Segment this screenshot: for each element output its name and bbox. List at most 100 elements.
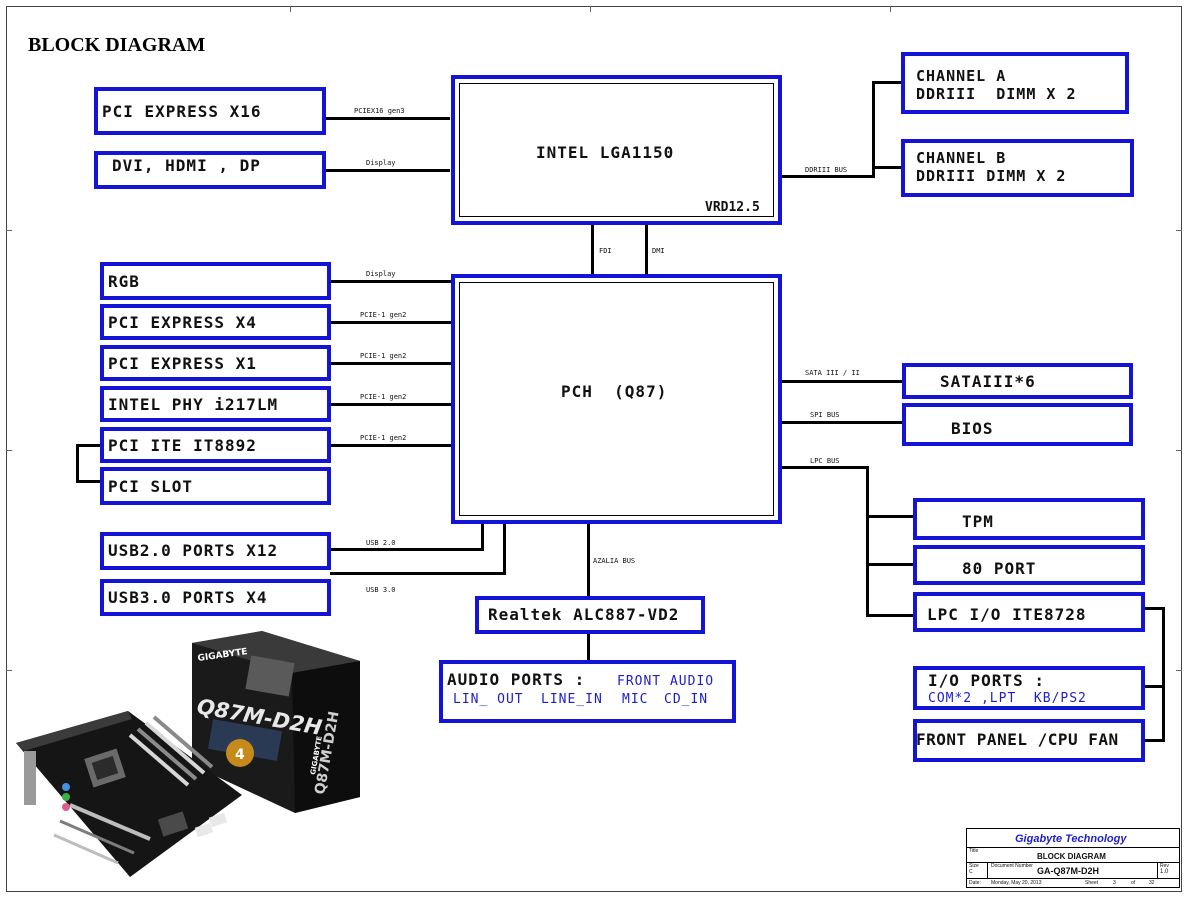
channel-a-line1: CHANNEL A xyxy=(916,67,1007,85)
title-block-vdivider xyxy=(1157,862,1158,878)
channel-b-line1: CHANNEL B xyxy=(916,149,1007,167)
rgb-link xyxy=(330,280,452,283)
cpu-vrd: VRD12.5 xyxy=(705,200,760,215)
bus-label-phy: PCIE-1 gen2 xyxy=(360,393,407,401)
pcie-x16-block xyxy=(94,87,326,135)
audio-jack xyxy=(62,793,70,801)
front-panel-label: FRONT PANEL /CPU FAN xyxy=(916,730,1119,749)
frame-tick xyxy=(1176,230,1182,231)
pcie-x1-link xyxy=(330,362,452,365)
title-block-sheet-label: Sheet xyxy=(1085,880,1099,886)
superio-label: LPC I/O ITE8728 xyxy=(927,605,1087,624)
bus-label-spi: SPI BUS xyxy=(810,411,840,419)
title-block-of-label: of xyxy=(1131,880,1136,886)
io-ports-block xyxy=(913,666,1145,710)
drawing-frame xyxy=(6,6,1182,892)
title-block-title-label: Title xyxy=(969,848,979,854)
bus-label-pcie-x1: PCIE-1 gen2 xyxy=(360,352,407,360)
bus-label-rgb: Display xyxy=(366,270,396,278)
superio-trunk xyxy=(1162,607,1165,742)
pcie-x4-label: PCI EXPRESS X4 xyxy=(108,313,257,332)
title-block-vdivider xyxy=(987,862,988,878)
frame-tick xyxy=(590,6,591,12)
io-ports-title: I/O PORTS : xyxy=(928,671,1045,690)
lpc-80port-link xyxy=(866,563,916,566)
bus-label-usb2: USB 2.0 xyxy=(366,539,396,547)
bus-label-dmi: DMI xyxy=(652,247,665,255)
pcie-x16-label: PCI EXPRESS X16 xyxy=(102,102,262,121)
pciex16-link xyxy=(324,117,450,120)
bus-label-lpc: LPC BUS xyxy=(810,457,840,465)
mic-label: MIC xyxy=(622,692,649,707)
frame-tick xyxy=(6,230,12,231)
box-side xyxy=(292,661,360,813)
motherboard-edge xyxy=(16,711,132,751)
codec-audio-link xyxy=(587,633,590,662)
title-block-date: Monday, May 20, 2013 xyxy=(991,880,1042,886)
dimm-slot xyxy=(144,721,206,775)
frame-tick xyxy=(6,670,12,671)
bios-block xyxy=(902,403,1133,446)
io-panel xyxy=(24,751,36,805)
superio-out xyxy=(1143,607,1165,610)
front-panel-block xyxy=(913,719,1145,762)
bus-label-pciex16: PCIEX16 gen3 xyxy=(354,107,405,115)
box-cpu-socket-art xyxy=(245,655,295,697)
cpu-inner-frame xyxy=(459,83,774,217)
cd-in-label: CD_IN xyxy=(664,692,709,707)
ite-label: PCI ITE IT8892 xyxy=(108,436,257,455)
ddr-bus-line xyxy=(780,175,875,178)
rgb-block xyxy=(100,262,331,300)
title-block-divider xyxy=(967,862,1179,863)
title-block-size-label: Size xyxy=(969,863,979,869)
audio-jack xyxy=(62,803,70,811)
usb3-link xyxy=(330,572,506,575)
pcie-slot xyxy=(53,833,119,865)
usb2-link xyxy=(330,548,484,551)
cpu-block xyxy=(451,75,782,225)
motherboard-socket-inner xyxy=(91,756,119,780)
dimm-slot xyxy=(136,727,198,781)
title-block-size: C xyxy=(969,869,973,875)
box-top xyxy=(192,631,360,673)
title-block-company: Gigabyte Technology xyxy=(1015,833,1127,845)
port80-label: 80 PORT xyxy=(962,559,1037,578)
usb2-riser xyxy=(481,522,484,551)
pcie-x4-link xyxy=(330,321,452,324)
chipset-heatsink xyxy=(157,811,189,837)
fdi-link xyxy=(591,224,594,276)
title-block-divider xyxy=(967,878,1179,879)
superio-block xyxy=(913,592,1145,632)
pcie-slot xyxy=(69,803,151,841)
bus-label-sata: SATA III / II xyxy=(805,369,860,377)
box-badge-number: 4 xyxy=(235,747,245,763)
tpm-block xyxy=(913,498,1145,540)
title-block-doc: GA-Q87M-D2H xyxy=(1037,866,1100,876)
display-label: DVI, HDMI , DP xyxy=(112,156,261,175)
bus-label-display: Display xyxy=(366,159,396,167)
channel-a-line2: DDRIII DIMM X 2 xyxy=(916,85,1077,103)
title-block-sheet: 3 xyxy=(1113,880,1116,886)
ite-link xyxy=(330,444,452,447)
usb2-block xyxy=(100,532,331,570)
frame-tick xyxy=(1176,450,1182,451)
pch-inner-frame xyxy=(459,282,774,516)
motherboard xyxy=(16,711,242,877)
bus-label-ddr: DDRIII BUS xyxy=(805,166,848,174)
lpc-tpm-link xyxy=(866,515,916,518)
ddr-bus-trunk xyxy=(872,81,875,178)
channel-b-block xyxy=(901,139,1134,197)
audio-ports-block xyxy=(439,660,736,723)
pci-bridge-stub-bottom xyxy=(76,480,102,483)
audio-jack xyxy=(62,783,70,791)
box-badge xyxy=(226,739,254,767)
bus-label-fdi: FDI xyxy=(599,247,612,255)
cpu-name: INTEL LGA1150 xyxy=(536,143,675,162)
pch-name: PCH (Q87) xyxy=(561,382,668,401)
audio-ports-title: AUDIO PORTS : xyxy=(447,670,586,689)
pci-bridge-stub-top xyxy=(76,444,102,447)
bus-label-pcie-x4: PCIE-1 gen2 xyxy=(360,311,407,319)
io-ports-link xyxy=(1143,685,1165,688)
spi-link xyxy=(780,421,904,424)
title-block-rev-label: Rev xyxy=(1160,863,1169,869)
